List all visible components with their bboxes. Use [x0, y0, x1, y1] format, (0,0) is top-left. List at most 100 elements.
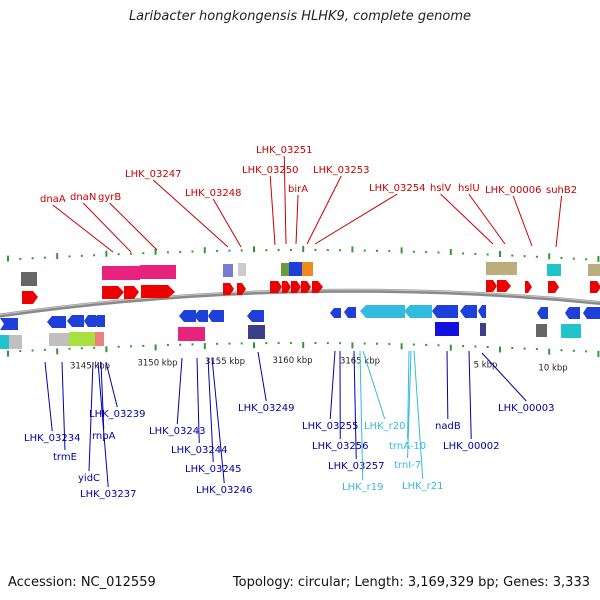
reverse-gene-arrow[interactable]	[0, 318, 10, 330]
reverse-gene-label[interactable]: LHK_03257	[328, 461, 384, 472]
forward-gene-label[interactable]: LHK_03247	[125, 169, 181, 180]
forward-gene-arrow[interactable]	[525, 281, 532, 293]
feature-block[interactable]	[238, 263, 246, 276]
reverse-gene-arrow[interactable]	[84, 315, 96, 327]
reverse-gene-arrow[interactable]	[47, 316, 66, 328]
feature-block[interactable]	[486, 262, 499, 275]
feature-block[interactable]	[126, 266, 140, 280]
feature-block[interactable]	[281, 263, 289, 276]
reverse-gene-label[interactable]: LHK_03234	[24, 433, 80, 444]
reverse-gene-arrow[interactable]	[537, 307, 548, 319]
feature-block[interactable]	[588, 264, 600, 276]
rna-gene-label[interactable]: trnI-7	[394, 460, 421, 471]
reverse-gene-label[interactable]: LHK_03255	[302, 421, 358, 432]
feature-block[interactable]	[435, 322, 459, 336]
reverse-gene-arrow[interactable]	[93, 315, 105, 327]
tick-mark	[31, 349, 34, 352]
forward-gene-label[interactable]: hslU	[458, 183, 480, 194]
forward-gene-arrow[interactable]	[124, 286, 139, 299]
feature-block[interactable]	[69, 332, 95, 346]
forward-gene-label[interactable]: LHK_03250	[242, 165, 298, 176]
feature-block[interactable]	[499, 262, 517, 275]
forward-gene-label[interactable]: birA	[288, 184, 308, 195]
forward-gene-label[interactable]: dnaN	[70, 192, 96, 203]
rna-gene-label[interactable]: LHK_r20	[364, 421, 405, 432]
tick-mark	[253, 342, 255, 349]
reverse-gene-label[interactable]: LHK_03245	[185, 464, 241, 475]
rna-gene-label[interactable]: LHK_r21	[402, 481, 443, 492]
forward-gene-arrow[interactable]	[548, 281, 559, 293]
forward-gene-arrow[interactable]	[486, 280, 497, 292]
forward-gene-arrow[interactable]	[291, 281, 301, 293]
forward-gene-label[interactable]: LHK_00006	[485, 185, 541, 196]
reverse-gene-label[interactable]: LHK_03239	[89, 409, 145, 420]
reverse-gene-label[interactable]: nadB	[435, 421, 461, 432]
feature-block[interactable]	[102, 266, 126, 280]
forward-gene-arrow[interactable]	[270, 281, 282, 293]
forward-gene-label[interactable]: LHK_03253	[313, 165, 369, 176]
tick-mark	[523, 255, 526, 258]
feature-block[interactable]	[248, 325, 265, 339]
feature-block[interactable]	[223, 264, 233, 277]
forward-gene-label[interactable]: LHK_03251	[256, 145, 312, 156]
reverse-gene-arrow[interactable]	[179, 310, 196, 322]
reverse-gene-arrow[interactable]	[330, 308, 341, 318]
forward-gene-label[interactable]: suhB2	[546, 185, 577, 196]
forward-gene-label[interactable]: LHK_03248	[185, 188, 241, 199]
forward-gene-arrow[interactable]	[590, 281, 600, 293]
reverse-gene-label[interactable]: yidC	[78, 473, 100, 484]
forward-gene-label[interactable]: hslV	[430, 183, 451, 194]
reverse-gene-arrow[interactable]	[208, 310, 224, 322]
forward-gene-arrow[interactable]	[141, 285, 175, 298]
forward-gene-label[interactable]: dnaA	[40, 194, 66, 205]
forward-gene-arrow[interactable]	[237, 283, 246, 295]
reverse-gene-label[interactable]: LHK_00003	[498, 403, 554, 414]
forward-gene-arrow[interactable]	[301, 281, 311, 293]
tick-mark	[314, 342, 317, 345]
feature-block[interactable]	[480, 323, 486, 336]
feature-block[interactable]	[547, 264, 561, 276]
reverse-gene-arrow[interactable]	[432, 305, 458, 318]
forward-gene-arrow[interactable]	[497, 280, 511, 292]
feature-block[interactable]	[95, 332, 104, 346]
rna-gene-label[interactable]: LHK_r19	[342, 482, 383, 493]
reverse-gene-label[interactable]: LHK_03246	[196, 485, 252, 496]
feature-block[interactable]	[178, 327, 205, 341]
reverse-gene-arrow[interactable]	[194, 310, 208, 322]
forward-gene-arrow[interactable]	[223, 283, 234, 295]
reverse-gene-arrow[interactable]	[344, 307, 356, 318]
feature-block[interactable]	[536, 324, 547, 337]
reverse-gene-label[interactable]: LHK_03256	[312, 441, 368, 452]
forward-gene-arrow[interactable]	[102, 286, 124, 299]
forward-gene-label[interactable]: LHK_03254	[369, 183, 425, 194]
reverse-gene-label[interactable]: trmE	[53, 452, 77, 463]
reverse-gene-arrow[interactable]	[583, 307, 600, 319]
reverse-gene-label[interactable]: LHK_03249	[238, 403, 294, 414]
reverse-gene-label[interactable]: LHK_00002	[443, 441, 499, 452]
feature-block[interactable]	[49, 333, 69, 346]
forward-gene-arrow[interactable]	[22, 291, 38, 304]
reverse-gene-arrow[interactable]	[67, 315, 84, 327]
feature-block[interactable]	[0, 335, 9, 349]
reverse-gene-arrow[interactable]	[460, 305, 477, 318]
reverse-gene-label[interactable]: LHK_03237	[80, 489, 136, 500]
reverse-gene-label[interactable]: LHK_03243	[149, 426, 205, 437]
reverse-rna-arrow[interactable]	[404, 305, 432, 318]
reverse-gene-arrow[interactable]	[478, 305, 486, 318]
reverse-rna-arrow[interactable]	[360, 305, 405, 318]
reverse-gene-arrow[interactable]	[565, 307, 580, 319]
reverse-gene-arrow[interactable]	[247, 310, 264, 322]
forward-gene-arrow[interactable]	[312, 281, 323, 293]
feature-block[interactable]	[561, 324, 581, 338]
feature-block[interactable]	[9, 335, 22, 349]
reverse-gene-arrow[interactable]	[6, 318, 18, 330]
reverse-gene-label[interactable]: LHK_03244	[171, 445, 227, 456]
forward-gene-arrow[interactable]	[282, 281, 291, 293]
feature-block[interactable]	[302, 262, 313, 276]
reverse-gene-label[interactable]: rnpA	[92, 431, 116, 442]
forward-gene-label[interactable]: gyrB	[98, 192, 121, 203]
feature-block[interactable]	[21, 272, 37, 286]
feature-block[interactable]	[140, 265, 176, 279]
tick-mark	[105, 346, 108, 353]
feature-block[interactable]	[289, 262, 302, 276]
